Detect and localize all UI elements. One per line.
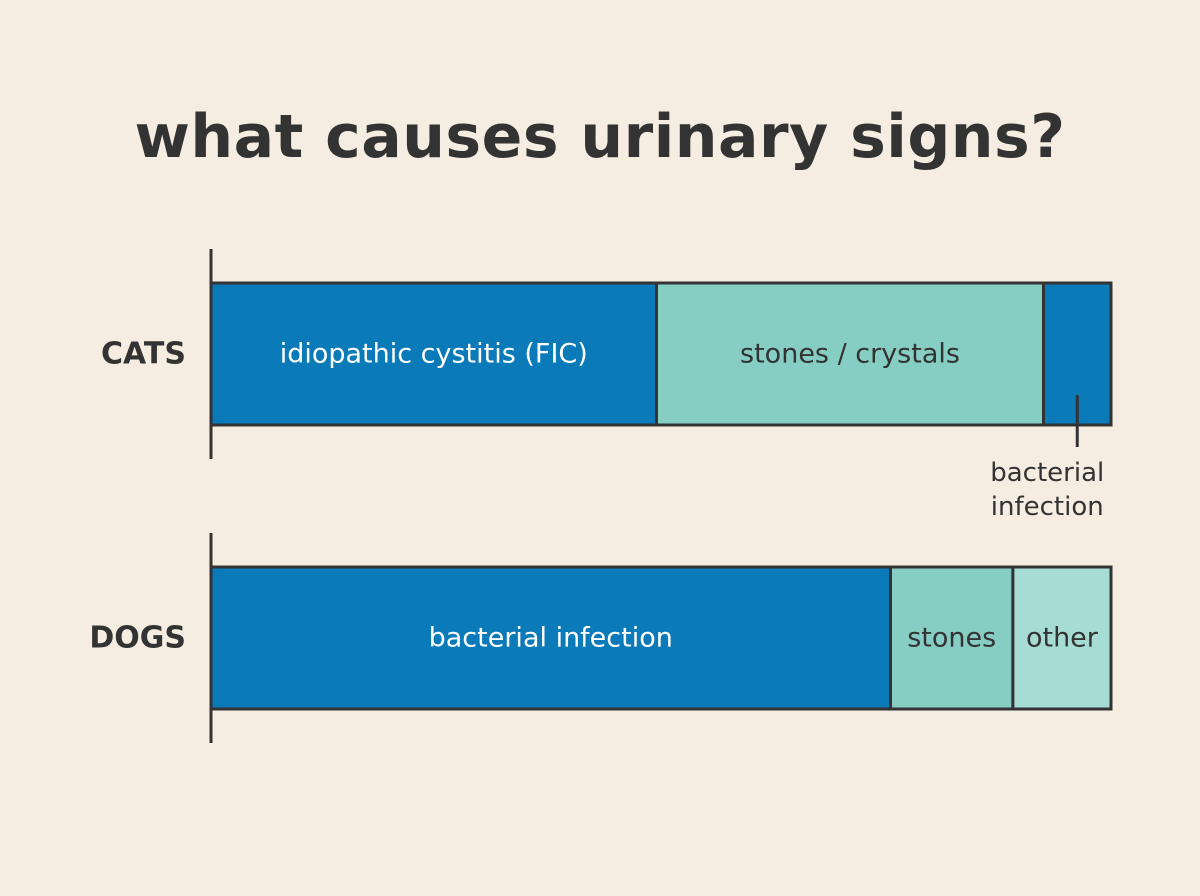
bar-segment-cats-stones-crystals bbox=[655, 281, 1045, 427]
segment-label-dogs-other: other bbox=[1026, 623, 1099, 654]
segment-label-dogs-stones: stones bbox=[907, 623, 996, 654]
segment-label-cats-stones-crystals: stones / crystals bbox=[740, 339, 960, 370]
segment-label-cats-idiopathic-cystitis-fic: idiopathic cystitis (FIC) bbox=[280, 339, 588, 370]
bar-segment-dogs-bacterial-infection bbox=[209, 565, 892, 711]
bar-segment-dogs-other bbox=[1011, 565, 1113, 711]
row-label-cats: CATS bbox=[101, 337, 186, 372]
callout-label-cats-bacterial-infection-line1: bacterial bbox=[990, 458, 1104, 488]
callout-label-cats-bacterial-infection-line2: infection bbox=[991, 492, 1104, 522]
bar-segment-dogs-stones bbox=[889, 565, 1015, 711]
page-title: what causes urinary signs? bbox=[134, 102, 1066, 172]
segment-label-dogs-bacterial-infection: bacterial infection bbox=[429, 623, 673, 654]
row-label-dogs: DOGS bbox=[89, 621, 186, 656]
bar-segment-cats-idiopathic-cystitis-fic bbox=[209, 281, 658, 427]
